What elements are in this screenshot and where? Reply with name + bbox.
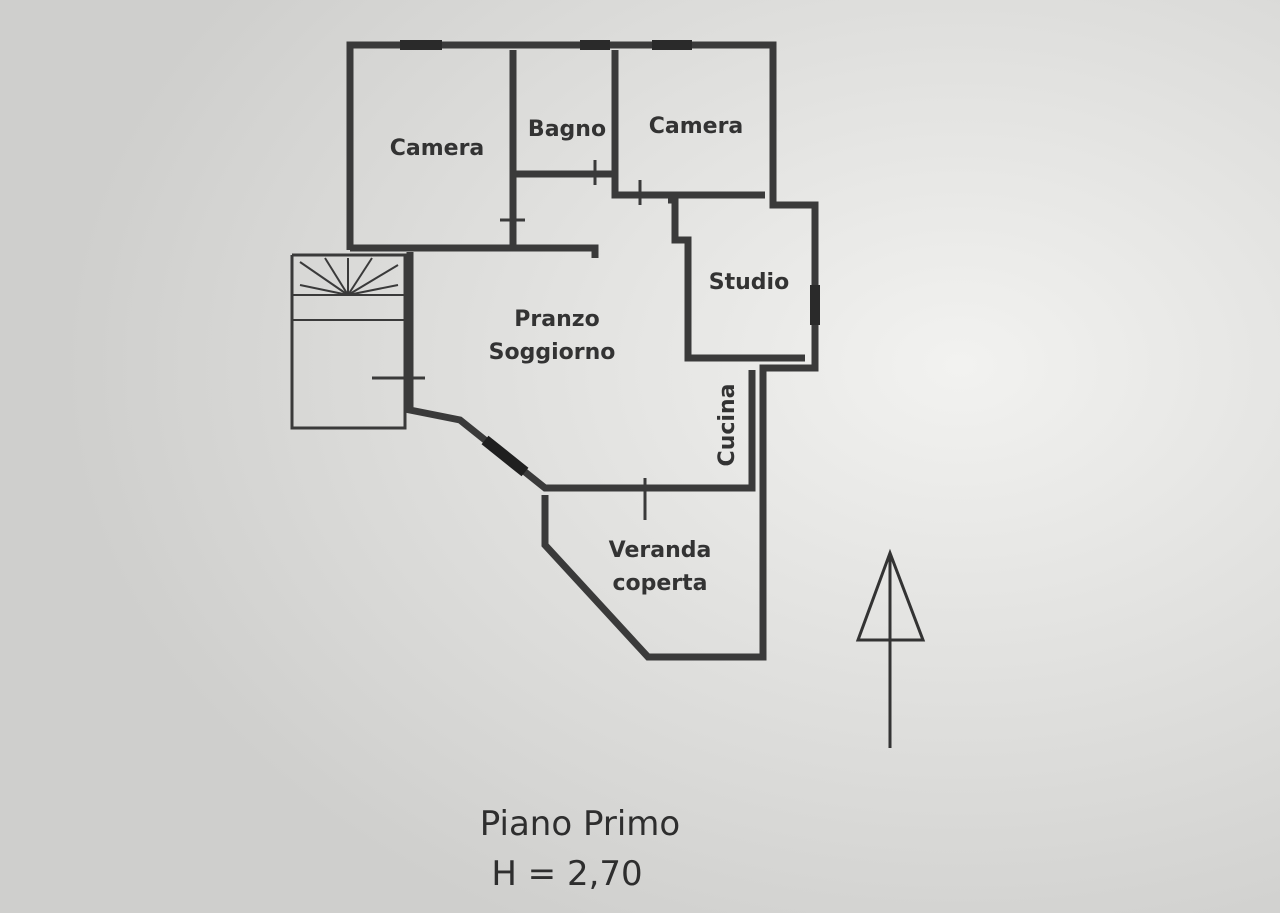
plan-title: Piano Primo <box>480 804 680 844</box>
room-label-camera-2: Camera <box>649 114 744 139</box>
room-label-pranzo: Pranzo <box>514 307 599 332</box>
room-label-cucina: Cucina <box>715 384 740 467</box>
room-label-bagno: Bagno <box>528 117 606 142</box>
room-label-soggiorno: Soggiorno <box>489 340 616 365</box>
room-label-coperta: coperta <box>612 571 707 596</box>
room-label-studio: Studio <box>709 270 789 295</box>
room-label-camera: Camera <box>390 136 485 161</box>
room-label-veranda: Veranda <box>609 538 712 563</box>
windows <box>400 40 820 477</box>
ceiling-height: H = 2,70 <box>491 854 642 894</box>
door-markers <box>372 160 647 520</box>
north-arrow-icon <box>855 548 926 748</box>
stairs-icon <box>292 257 405 321</box>
